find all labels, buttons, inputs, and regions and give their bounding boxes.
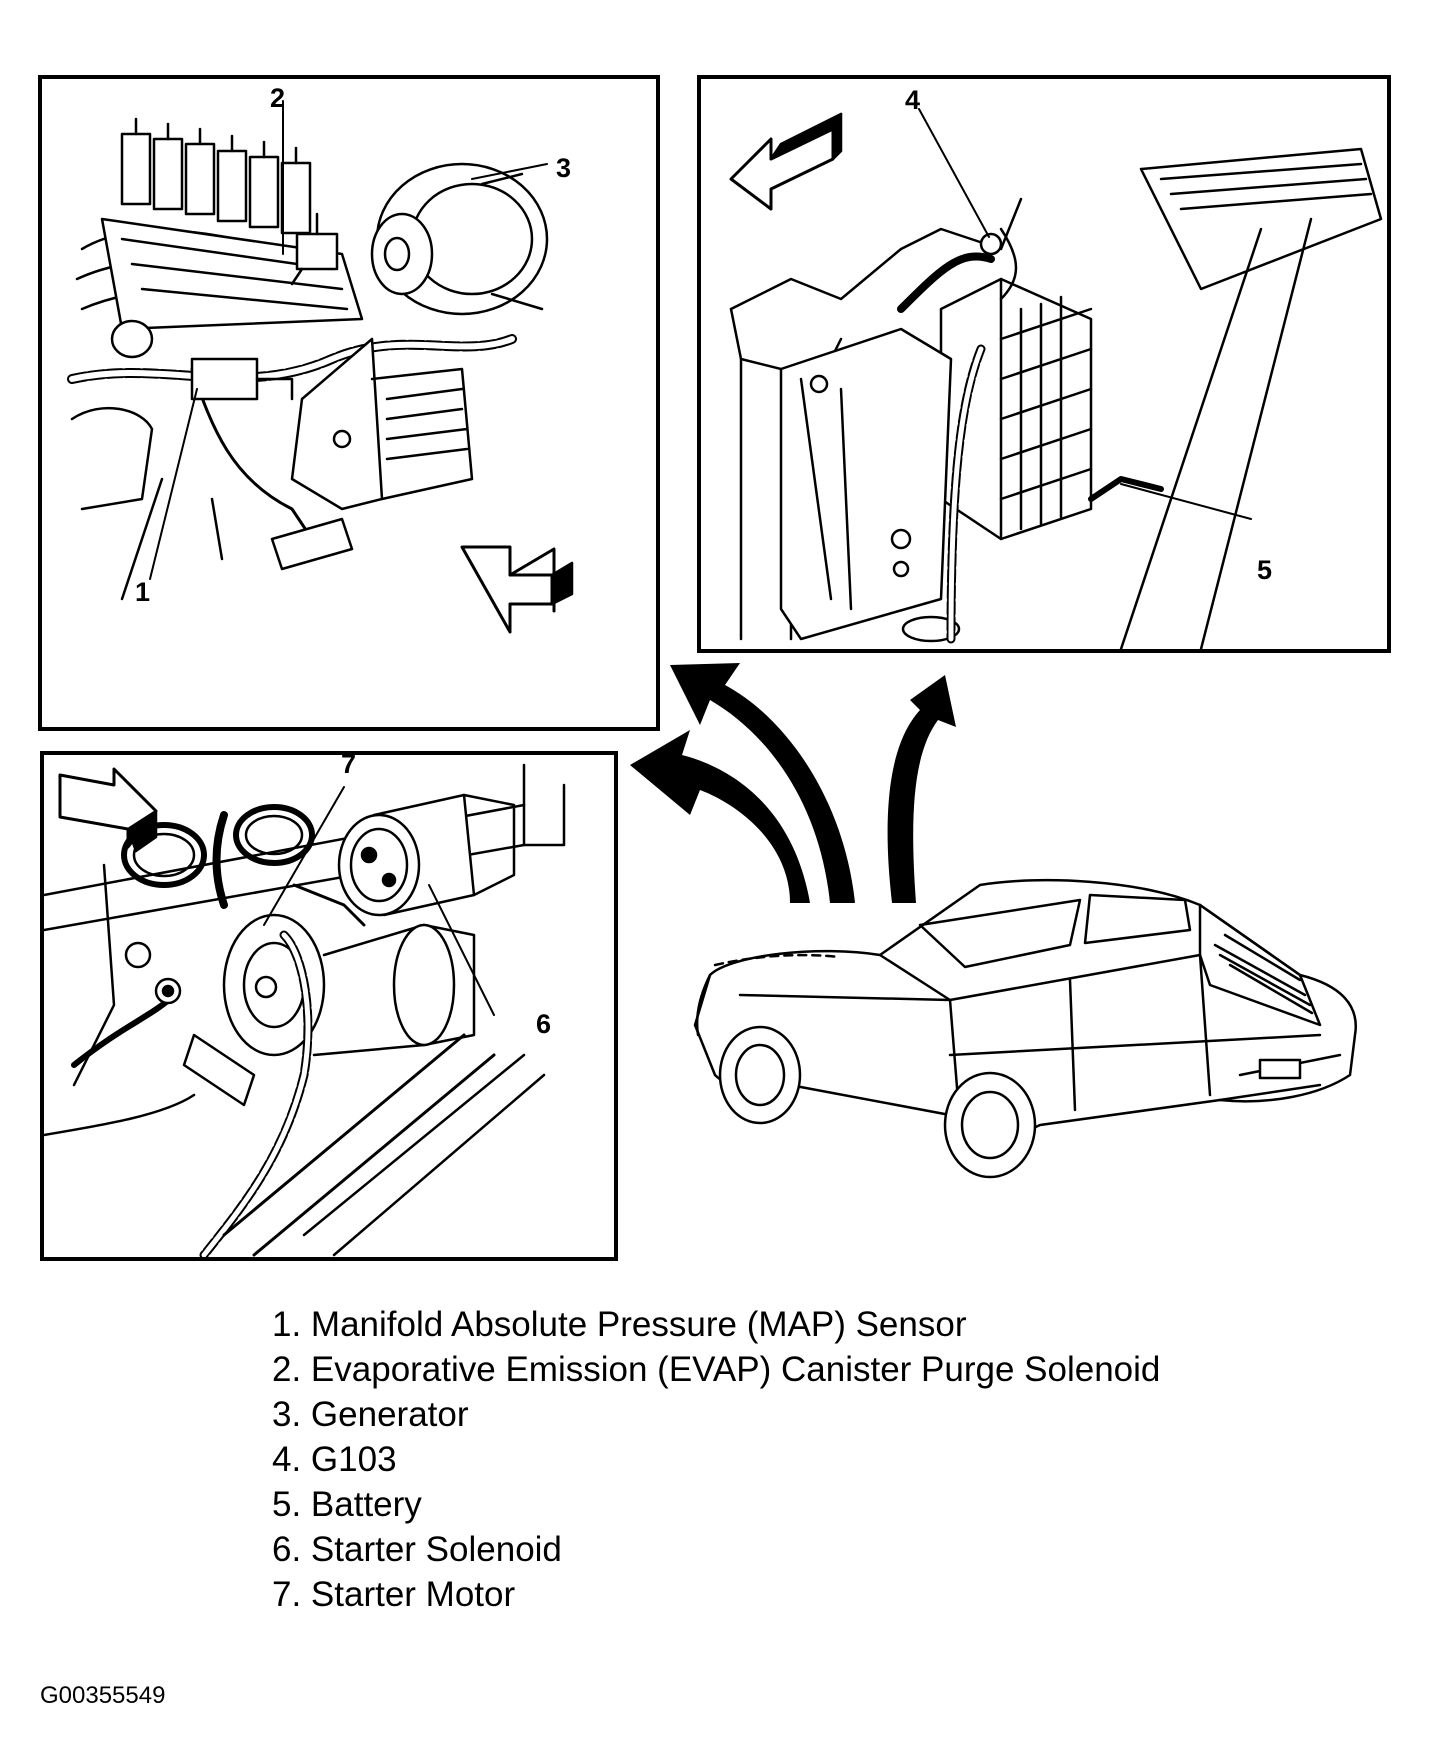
callout-6: 6 bbox=[536, 1009, 552, 1039]
forward-direction-arrow-icon bbox=[58, 767, 158, 853]
callout-2: 2 bbox=[270, 83, 286, 113]
legend-item-starter-motor: 7. Starter Motor bbox=[272, 1575, 516, 1614]
callout-5: 5 bbox=[1257, 555, 1273, 585]
sedan-vehicle-icon bbox=[630, 663, 1358, 1179]
legend-item-starter-solenoid: 6. Starter Solenoid bbox=[272, 1530, 562, 1569]
ignition-coils bbox=[120, 117, 312, 235]
location-pointer-arrow-icon bbox=[630, 730, 810, 903]
engine-compartment-drawing bbox=[67, 100, 574, 634]
figure-code: G00355549 bbox=[40, 1682, 166, 1709]
engine-view-panel: 2 3 1 bbox=[38, 75, 660, 731]
forward-direction-arrow-icon bbox=[460, 545, 574, 634]
callout-7: 7 bbox=[341, 751, 357, 779]
starter-motor-drawing bbox=[222, 913, 476, 1057]
legend-item-generator: 3. Generator bbox=[272, 1395, 469, 1434]
legend-item-battery: 5. Battery bbox=[272, 1485, 422, 1524]
legend-item-map-sensor: 1. Manifold Absolute Pressure (MAP) Sens… bbox=[272, 1305, 967, 1344]
legend-item-evap-solenoid: 2. Evaporative Emission (EVAP) Canister … bbox=[272, 1350, 1161, 1389]
starter-view-panel: 7 6 bbox=[40, 751, 618, 1261]
legend-item-g103: 4. G103 bbox=[272, 1440, 397, 1479]
component-legend: 1. Manifold Absolute Pressure (MAP) Sens… bbox=[272, 1302, 1160, 1617]
callout-1: 1 bbox=[135, 577, 151, 607]
starter-drawing bbox=[44, 763, 566, 1257]
location-pointer-arrow-icon bbox=[670, 663, 855, 903]
callout-3: 3 bbox=[556, 153, 572, 183]
location-pointer-arrow-icon bbox=[887, 675, 956, 903]
battery-tray-drawing bbox=[729, 108, 1383, 649]
forward-direction-arrow-icon bbox=[729, 112, 843, 211]
battery-view-panel: 4 5 bbox=[697, 75, 1391, 653]
generator-drawing bbox=[370, 162, 549, 316]
callout-4: 4 bbox=[905, 85, 921, 115]
starter-solenoid-drawing bbox=[337, 793, 516, 917]
